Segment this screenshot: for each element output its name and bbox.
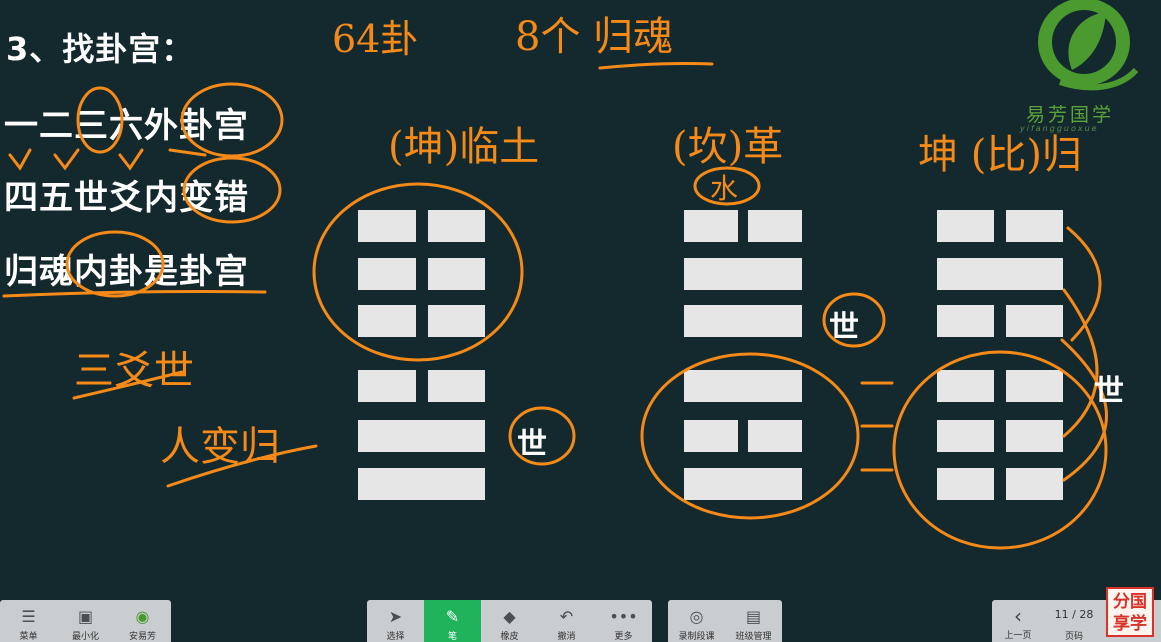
yin-line-segment [748, 210, 802, 242]
ink-circle-shi-1 [508, 406, 576, 466]
yin-line-segment [427, 305, 485, 337]
toolbar-left: ☰菜单 ▣最小化 ◉安易芳 [0, 600, 171, 642]
yang-line [684, 258, 802, 290]
yin-line-segment [1006, 468, 1063, 500]
ink-header-guihun: 8个 归魂 [515, 14, 673, 60]
rule-line-3: 归魂内卦是卦宫 [4, 252, 249, 292]
ink-circle-shi-2 [822, 292, 886, 348]
ink-water: 水 [710, 172, 738, 205]
select-tool-button[interactable]: ➤选择 [386, 606, 405, 642]
logo-chinese-text: 易芳国学 [1026, 104, 1115, 126]
ink-label-kun-lin: (坤)临土 [388, 124, 539, 170]
yin-line-segment [937, 305, 994, 337]
ink-circle-upper-lin [312, 182, 524, 362]
yin-line-segment [358, 305, 416, 337]
logo-pinyin-text: yifangguoxue [1020, 124, 1099, 133]
more-button[interactable]: •••更多 [609, 606, 638, 642]
ink-circle-water [693, 166, 761, 206]
yang-line [684, 305, 802, 337]
ink-note-ren: 人变归 [160, 424, 280, 470]
cursor-icon: ➤ [388, 606, 403, 626]
yang-line [684, 370, 802, 402]
yang-line [358, 420, 485, 452]
yang-line [684, 468, 802, 500]
app-logo-icon: ◉ [135, 606, 150, 626]
minimize-icon: ▣ [77, 606, 94, 626]
more-icon: ••• [609, 606, 638, 626]
yin-line-segment [684, 420, 738, 452]
ink-underline-shi [72, 370, 184, 400]
yin-line-segment [748, 420, 802, 452]
undo-icon: ↶ [559, 606, 574, 626]
ink-note-shi: 三爻世 [74, 348, 194, 394]
menu-button[interactable]: ☰菜单 [19, 606, 38, 642]
yin-line-segment [1006, 210, 1063, 242]
yin-line-segment [1006, 305, 1063, 337]
eraser-icon: ◆ [503, 606, 516, 626]
ink-header-64: 64卦 [332, 17, 418, 61]
yin-line-segment [358, 370, 416, 402]
shi-mark-2: 世 [829, 310, 859, 345]
ink-label-kun-bi: 坤 (比)归 [918, 132, 1082, 178]
rule-line-1: 一二三六外卦宫 [4, 106, 249, 146]
class-icon: ▤ [745, 606, 762, 626]
eraser-tool-button[interactable]: ◆橡皮 [500, 606, 519, 642]
yin-line-segment [427, 210, 485, 242]
record-button[interactable]: ◎录制段课 [678, 606, 715, 642]
toolbar-center: ➤选择 ✎笔 ◆橡皮 ↶撤消 •••更多 [367, 600, 652, 642]
pen-tool-button[interactable]: ✎笔 [424, 600, 481, 642]
yin-line-segment [358, 258, 416, 290]
stamp-badge: 分国享学 [1106, 587, 1154, 637]
ink-circle-lower-ge [640, 352, 860, 520]
slide-title: 3、找卦宫： [6, 30, 195, 68]
yin-line-segment [937, 210, 994, 242]
yin-line-segment [937, 370, 994, 402]
chevron-left-icon: ‹ [1014, 604, 1022, 628]
ink-circle-lower-bi [892, 350, 1108, 550]
minimize-button[interactable]: ▣最小化 [71, 606, 99, 642]
app-logo-button[interactable]: ◉安易芳 [128, 606, 156, 642]
prev-page-button[interactable]: ‹上一页 [1004, 604, 1032, 641]
yifang-logo-icon [1038, 0, 1139, 91]
ink-underline [598, 62, 714, 70]
record-icon: ◎ [689, 606, 704, 626]
ink-label-kan-ge: (坎)革 [672, 124, 783, 170]
toolbar-right: ◎录制段课 ▤班级管理 [668, 600, 782, 642]
yang-line [937, 258, 1063, 290]
undo-button[interactable]: ↶撤消 [557, 606, 576, 642]
yang-line [358, 468, 485, 500]
ink-underline-ren [166, 444, 318, 488]
yin-line-segment [684, 210, 738, 242]
yin-line-segment [937, 420, 994, 452]
yin-line-segment [937, 468, 994, 500]
yin-line-segment [427, 258, 485, 290]
rule-line-2: 四五世爻内变错 [4, 178, 249, 218]
yin-line-segment [358, 210, 416, 242]
class-manage-button[interactable]: ▤班级管理 [735, 606, 772, 642]
yin-line-segment [1006, 370, 1063, 402]
pen-icon: ✎ [445, 606, 460, 626]
shi-mark-3: 世 [1094, 374, 1124, 409]
shi-mark-1: 世 [517, 427, 547, 462]
yin-line-segment [427, 370, 485, 402]
menu-icon: ☰ [21, 606, 36, 626]
yin-line-segment [1006, 420, 1063, 452]
